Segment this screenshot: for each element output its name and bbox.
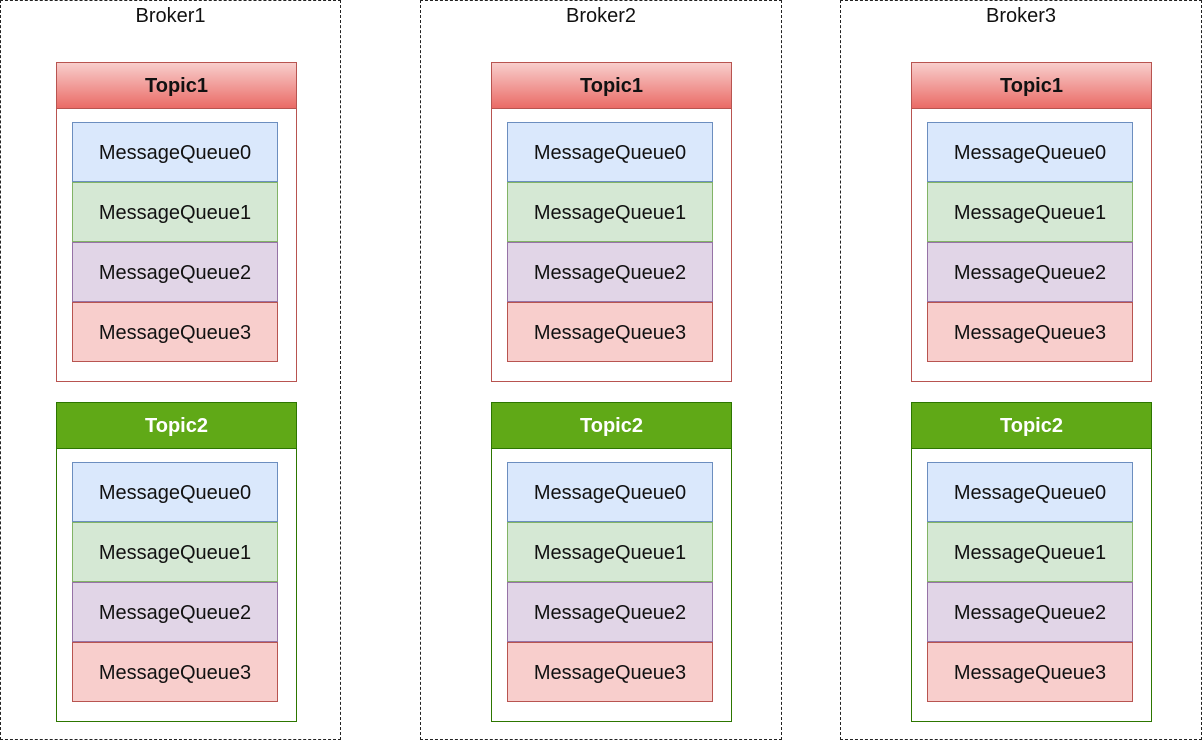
- broker-title: Broker2: [565, 5, 637, 27]
- topic-header: Topic1: [57, 63, 296, 109]
- message-queue: MessageQueue2: [72, 582, 278, 642]
- message-queue: MessageQueue1: [927, 522, 1133, 582]
- message-queue: MessageQueue2: [72, 242, 278, 302]
- message-queue: MessageQueue2: [507, 582, 713, 642]
- message-queue: MessageQueue3: [72, 302, 278, 362]
- message-queue: MessageQueue1: [72, 182, 278, 242]
- topic-header: Topic2: [57, 403, 296, 449]
- message-queue: MessageQueue1: [507, 522, 713, 582]
- topic-header: Topic1: [492, 63, 731, 109]
- message-queue: MessageQueue3: [507, 302, 713, 362]
- message-queue: MessageQueue0: [927, 122, 1133, 182]
- message-queue: MessageQueue1: [507, 182, 713, 242]
- topic-header: Topic2: [492, 403, 731, 449]
- message-queue: MessageQueue3: [72, 642, 278, 702]
- message-queue: MessageQueue1: [927, 182, 1133, 242]
- message-queue: MessageQueue3: [507, 642, 713, 702]
- message-queue: MessageQueue1: [72, 522, 278, 582]
- broker-title: Broker3: [985, 5, 1057, 27]
- broker-title: Broker1: [135, 5, 206, 27]
- message-queue: MessageQueue2: [507, 242, 713, 302]
- message-queue: MessageQueue0: [927, 462, 1133, 522]
- message-queue: MessageQueue3: [927, 642, 1133, 702]
- message-queue: MessageQueue0: [72, 122, 278, 182]
- message-queue: MessageQueue0: [72, 462, 278, 522]
- message-queue: MessageQueue3: [927, 302, 1133, 362]
- message-queue: MessageQueue0: [507, 122, 713, 182]
- message-queue: MessageQueue0: [507, 462, 713, 522]
- message-queue: MessageQueue2: [927, 242, 1133, 302]
- topic-header: Topic1: [912, 63, 1151, 109]
- message-queue: MessageQueue2: [927, 582, 1133, 642]
- topic-header: Topic2: [912, 403, 1151, 449]
